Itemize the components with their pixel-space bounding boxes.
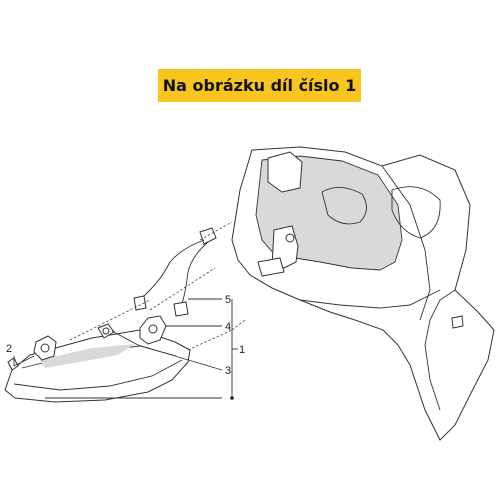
callout-2: 2 [6, 343, 12, 355]
rear-body-panel [231, 146, 495, 441]
callout-1: 1 [239, 344, 245, 356]
callout-5: 5 [225, 294, 231, 306]
tail-light-assembly [4, 329, 191, 403]
bulb-holder [139, 315, 167, 345]
part-highlight-banner: Na obrázku díl číslo 1 [158, 69, 361, 102]
callout-4: 4 [225, 321, 231, 333]
bulb [97, 323, 115, 339]
screw [7, 355, 35, 371]
callout-3: 3 [225, 365, 231, 377]
leader-lines [13, 221, 246, 400]
wiring-harness [133, 227, 217, 317]
